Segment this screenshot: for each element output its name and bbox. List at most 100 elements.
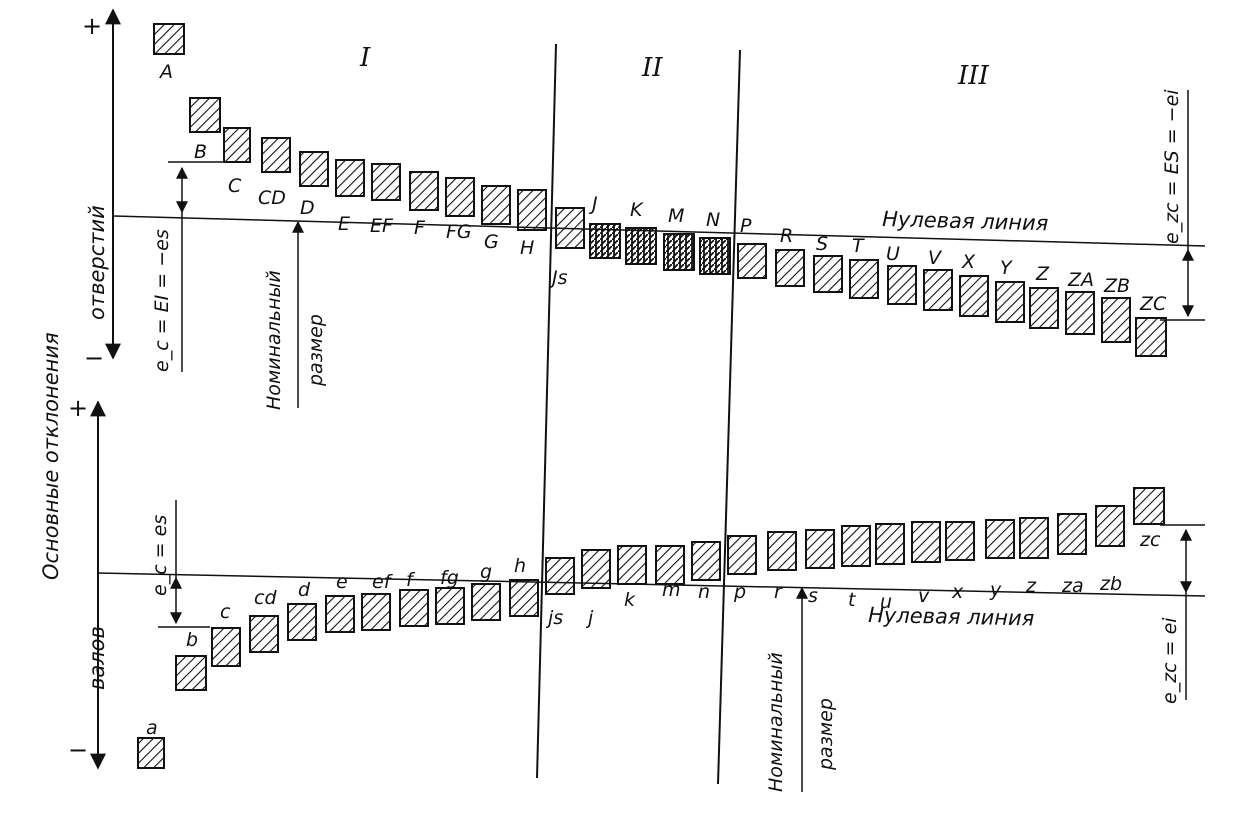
shafts-field-zc bbox=[1133, 487, 1165, 525]
shafts-left-formula: e_c = es bbox=[149, 515, 171, 596]
shafts-field-y bbox=[985, 519, 1015, 559]
holes-label-h: H bbox=[520, 237, 534, 259]
section-label-1: I bbox=[359, 43, 371, 73]
shafts-field-z bbox=[1019, 517, 1049, 559]
shafts-label-ef: ef bbox=[372, 571, 394, 593]
holes-label-t: T bbox=[852, 235, 865, 257]
holes-field-ef bbox=[371, 163, 401, 201]
holes-minus-sign: − bbox=[84, 344, 104, 372]
shafts-field-u bbox=[875, 523, 905, 565]
shafts-label-v: v bbox=[918, 585, 930, 607]
shafts-label-m: m bbox=[662, 579, 681, 601]
holes-field-s bbox=[813, 255, 843, 293]
holes-field-h bbox=[517, 189, 547, 231]
holes-label-f: F bbox=[414, 217, 426, 239]
shafts-minus-sign: − bbox=[68, 736, 88, 764]
shafts-label-fg: fg bbox=[440, 567, 459, 589]
shafts-field-x bbox=[945, 521, 975, 561]
holes-label-b: B bbox=[194, 141, 207, 163]
shafts-label-js: js bbox=[545, 607, 563, 629]
shafts-label-g: g bbox=[480, 561, 492, 583]
shafts-plus-sign: + bbox=[68, 394, 88, 422]
holes-field-y bbox=[995, 281, 1025, 323]
shafts-field-d bbox=[287, 603, 317, 641]
shafts-zero-line bbox=[97, 572, 1206, 597]
shafts-field-c bbox=[211, 627, 241, 667]
holes-field-f bbox=[409, 171, 439, 211]
shafts-zero-line-label: Нулевая линия bbox=[868, 603, 1035, 630]
shafts-label-z: z bbox=[1025, 575, 1037, 597]
shafts-field-n bbox=[691, 541, 721, 581]
holes-label-zc: ZC bbox=[1139, 293, 1167, 315]
holes-label-js: Js bbox=[548, 267, 568, 289]
holes-field-d bbox=[299, 151, 329, 187]
holes-field-b bbox=[189, 97, 221, 133]
holes-label-fg: FG bbox=[446, 221, 472, 243]
holes-label-m: M bbox=[668, 205, 684, 227]
holes-label-e: E bbox=[338, 213, 350, 235]
holes-field-n bbox=[699, 237, 731, 275]
holes-field-k bbox=[625, 227, 657, 265]
shafts-field-m bbox=[655, 545, 685, 585]
shafts-nominal-label-1: Номинальный bbox=[765, 652, 787, 792]
holes-field-g bbox=[481, 185, 511, 225]
holes-label-u: U bbox=[886, 243, 900, 265]
shafts-field-cd bbox=[249, 615, 279, 653]
holes-label-z: Z bbox=[1035, 263, 1050, 285]
holes-field-r bbox=[775, 249, 805, 287]
holes-nominal-label-2: размер bbox=[305, 314, 327, 387]
shafts-field-zb bbox=[1095, 505, 1125, 547]
shafts-label-h: h bbox=[514, 555, 526, 577]
section-divider-1 bbox=[536, 43, 557, 779]
section-label-2: II bbox=[641, 53, 663, 83]
shafts-field-a bbox=[137, 737, 165, 769]
shafts-label-zb: zb bbox=[1099, 573, 1122, 595]
section-label-3: III bbox=[957, 61, 990, 91]
holes-label-n: N bbox=[706, 209, 720, 231]
section-divider-2 bbox=[717, 49, 741, 785]
holes-nominal-label-1: Номинальный bbox=[263, 270, 285, 410]
shafts-label-n: n bbox=[698, 581, 710, 603]
vertical-title-holes: отверстий bbox=[85, 205, 109, 320]
holes-label-p: P bbox=[740, 215, 752, 237]
holes-field-p bbox=[737, 243, 767, 279]
holes-field-e bbox=[335, 159, 365, 197]
holes-field-c bbox=[223, 127, 251, 163]
shafts-field-h bbox=[509, 579, 539, 617]
shafts-label-za: za bbox=[1061, 575, 1084, 597]
holes-label-g: G bbox=[484, 231, 499, 253]
shafts-label-r: r bbox=[774, 581, 783, 603]
shafts-label-p: p bbox=[733, 581, 746, 603]
holes-label-ef: EF bbox=[370, 215, 394, 237]
shafts-field-ef bbox=[361, 593, 391, 631]
holes-label-a: A bbox=[158, 61, 173, 83]
holes-field-zb bbox=[1101, 297, 1131, 343]
shafts-label-s: s bbox=[808, 585, 818, 607]
holes-field-js bbox=[555, 207, 585, 249]
hole-tolerance-fields bbox=[153, 23, 1167, 357]
holes-label-cd: CD bbox=[258, 187, 286, 209]
vertical-title-shafts: валов bbox=[85, 626, 109, 690]
shafts-field-b bbox=[175, 655, 207, 691]
shafts-label-u: u bbox=[880, 591, 892, 613]
holes-field-x bbox=[959, 275, 989, 317]
holes-label-r: R bbox=[780, 225, 793, 247]
shafts-label-c: c bbox=[220, 601, 231, 623]
shafts-field-v bbox=[911, 521, 941, 563]
shafts-label-j: j bbox=[585, 607, 594, 629]
holes-field-u bbox=[887, 265, 917, 305]
holes-label-y: Y bbox=[1000, 257, 1013, 279]
shafts-label-f: f bbox=[406, 569, 416, 591]
shafts-field-e bbox=[325, 595, 355, 633]
shafts-right-formula: e_zc = ei bbox=[1159, 617, 1181, 704]
shafts-field-f bbox=[399, 589, 429, 627]
holes-field-t bbox=[849, 259, 879, 299]
holes-label-c: C bbox=[228, 175, 242, 197]
shafts-label-e: e bbox=[336, 571, 348, 593]
shafts-field-fg bbox=[435, 587, 465, 625]
shafts-field-p bbox=[727, 535, 757, 575]
holes-label-d: D bbox=[300, 197, 315, 219]
shafts-field-j bbox=[581, 549, 611, 589]
shafts-label-b: b bbox=[186, 629, 198, 651]
